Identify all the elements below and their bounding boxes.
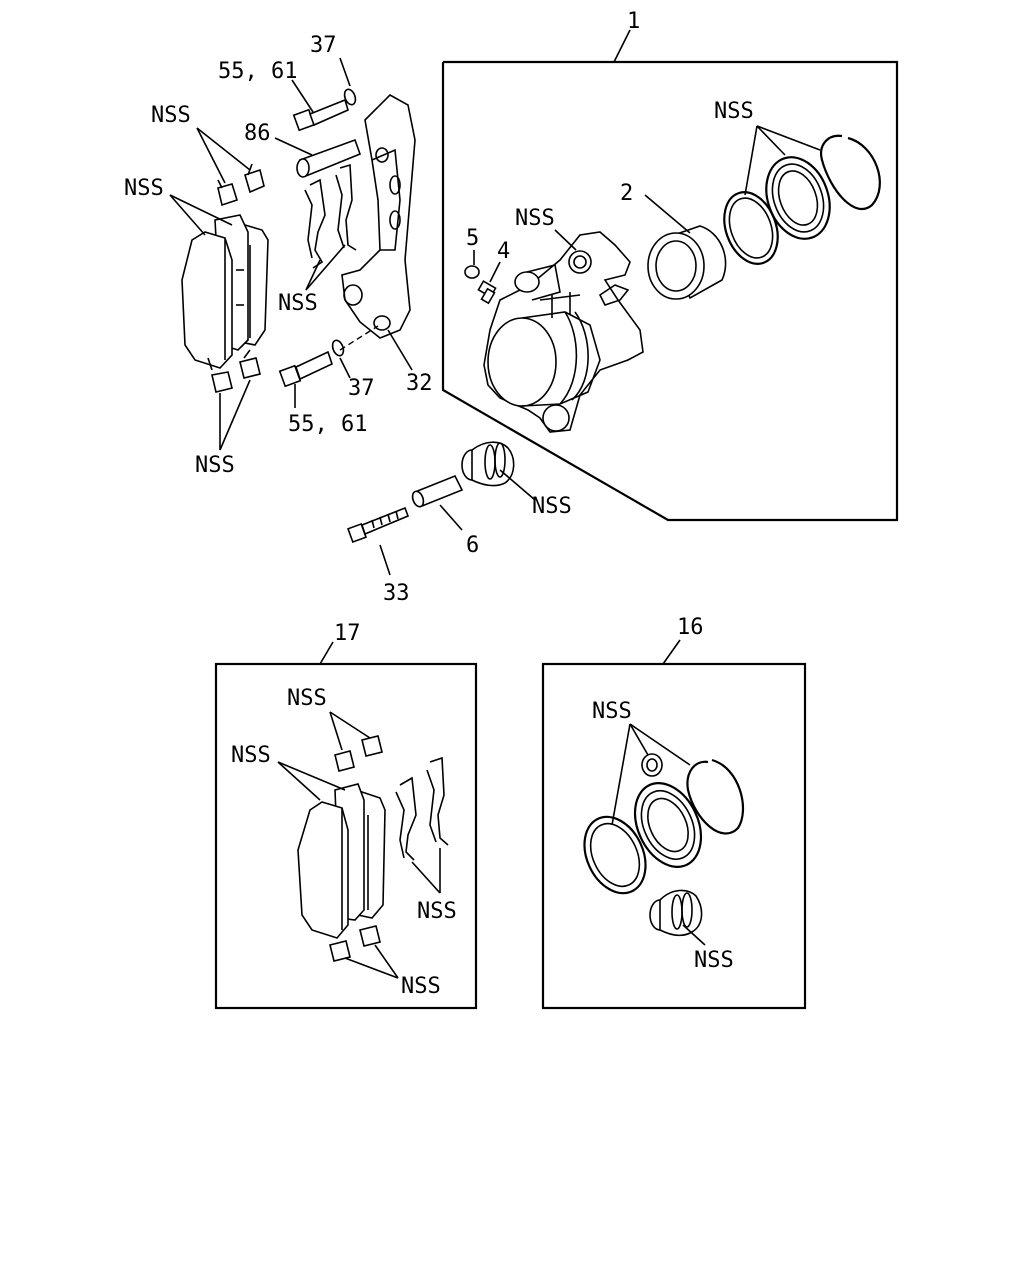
- snap-ring: [820, 134, 881, 211]
- label-kit-1: 1: [627, 9, 640, 34]
- washer-bottom: [331, 339, 345, 357]
- dust-boot: [765, 156, 831, 240]
- label-nss-kit16-seals: NSS: [592, 699, 632, 724]
- guide-pin-boot: [461, 441, 515, 487]
- bolt-bottom: [278, 350, 333, 388]
- bleeder-screw: [477, 280, 497, 305]
- seal-kit-frame: [541, 639, 807, 1010]
- label-nss-kit17-shims-bottom: NSS: [401, 974, 441, 999]
- anti-rattle-springs: [304, 163, 357, 269]
- kit16-piston-seal: [583, 815, 647, 895]
- label-guide-pin: 6: [466, 533, 479, 558]
- label-nss-caliper-seal: NSS: [515, 206, 555, 231]
- label-bolt-33: 33: [383, 581, 410, 606]
- kit16-small-seal: [641, 753, 663, 777]
- label-support: 32: [406, 371, 433, 396]
- kit17-shims-bottom: [329, 925, 381, 962]
- bolt-top: [292, 98, 349, 132]
- label-nss-shims-top: NSS: [151, 103, 191, 128]
- kit17-shims-top: [334, 735, 383, 772]
- label-nss-springs: NSS: [278, 291, 318, 316]
- caliper-body: [483, 231, 644, 433]
- label-part-4: 4: [497, 239, 510, 264]
- label-nss-kit17-springs: NSS: [417, 899, 457, 924]
- label-sleeve: 86: [244, 121, 271, 146]
- kit17-springs: [395, 756, 449, 861]
- label-nss-pads: NSS: [124, 176, 164, 201]
- piston: [647, 225, 727, 300]
- guide-pin: [411, 474, 464, 508]
- label-nss-boot: NSS: [532, 494, 572, 519]
- label-part-5: 5: [466, 226, 479, 251]
- brake-pads: [181, 214, 269, 369]
- sleeve: [296, 138, 362, 178]
- label-kit-17: 17: [334, 621, 361, 646]
- label-nss-kit17-shims-top: NSS: [287, 686, 327, 711]
- label-kit-16: 16: [677, 615, 704, 640]
- label-washer-37-bottom: 37: [348, 376, 375, 401]
- washer-top: [343, 88, 357, 106]
- bleeder-cap: [464, 265, 480, 279]
- pad-shims-top: [217, 163, 265, 207]
- kit16-snap-ring: [686, 758, 745, 835]
- label-bolt-55-61-top: 55, 61: [218, 59, 297, 84]
- pad-kit-frame: [214, 641, 478, 1010]
- label-washer-37-top: 37: [310, 33, 337, 58]
- label-bolt-55-61-bottom: 55, 61: [288, 412, 367, 437]
- kit16-dust-boot: [633, 782, 703, 868]
- label-nss-seals: NSS: [714, 99, 754, 124]
- label-nss-kit17-pads: NSS: [231, 743, 271, 768]
- kit16-boot: [649, 889, 703, 937]
- label-piston: 2: [620, 181, 633, 206]
- label-nss-kit16-boot: NSS: [694, 948, 734, 973]
- caliper-support-bracket: [341, 94, 416, 339]
- caliper-kit-frame: [441, 29, 899, 522]
- label-nss-shims-bottom: NSS: [195, 453, 235, 478]
- guide-bolt: [347, 506, 410, 543]
- pad-shims-bottom: [207, 349, 261, 393]
- kit17-pads: [297, 783, 386, 939]
